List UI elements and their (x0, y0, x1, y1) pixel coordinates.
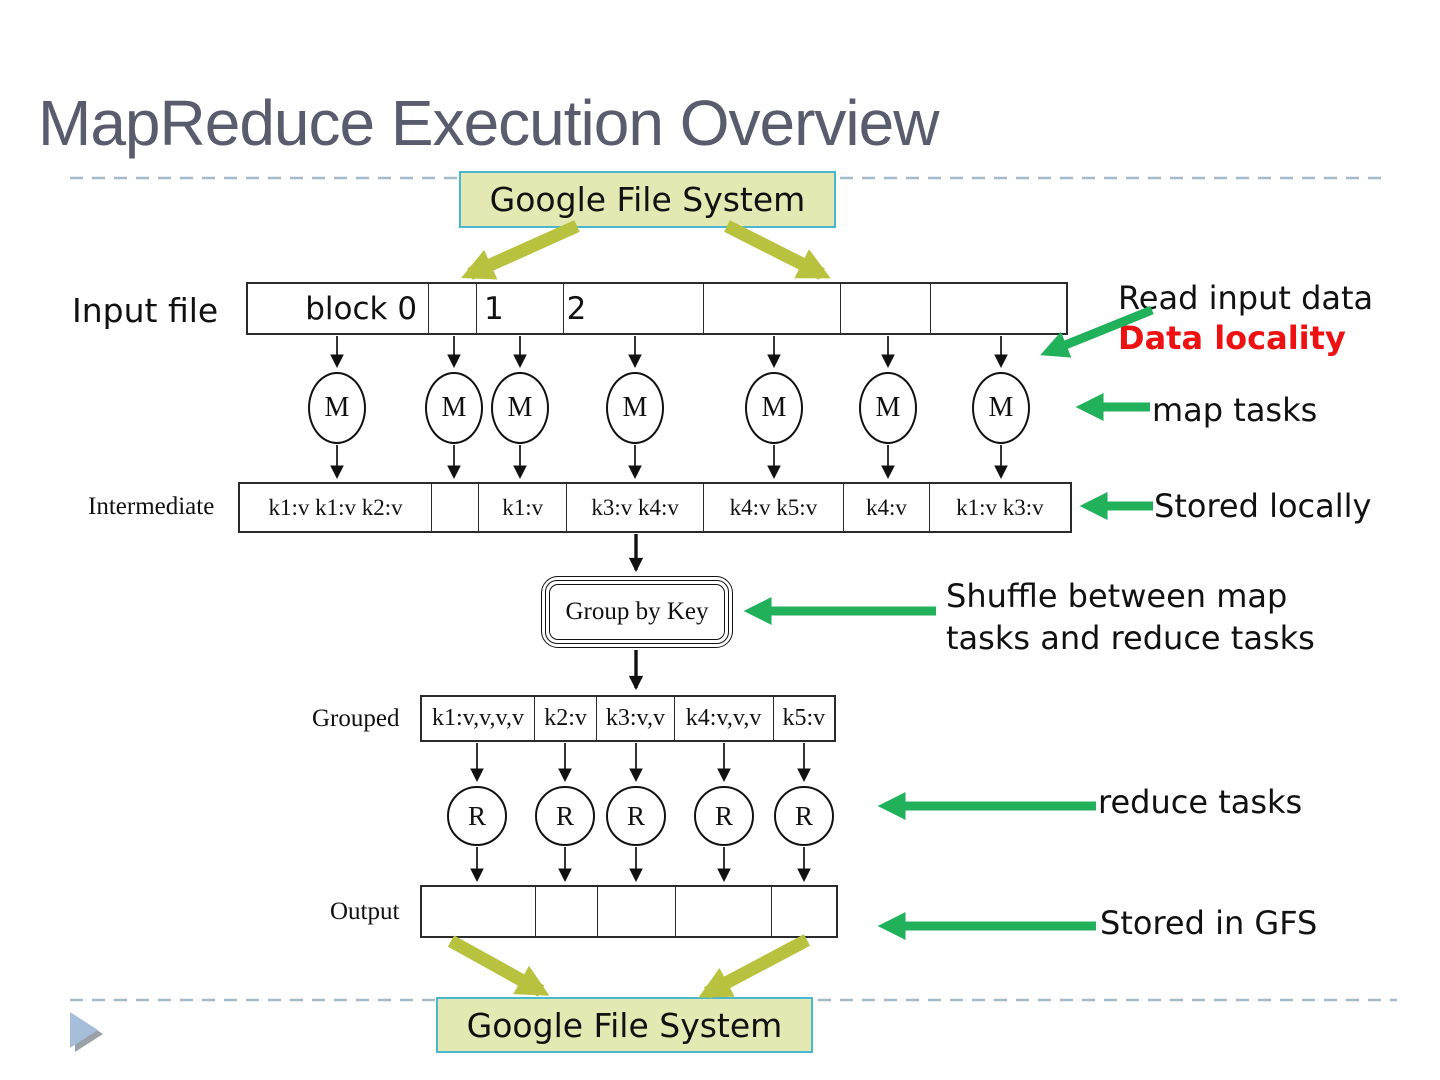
output-cell (422, 887, 536, 936)
map-task-node: M (425, 372, 483, 444)
nav-triangle-icon (70, 1012, 98, 1048)
input-cell: block 0 (248, 284, 430, 333)
reduce-task-node: R (694, 786, 754, 846)
output-to-gfs-arrow-right (698, 934, 811, 999)
grouped-cell: k4:v,v,v (675, 697, 774, 740)
map-task-letter: M (875, 392, 901, 423)
gfs-top-label: Google File System (489, 180, 806, 219)
output-cell (676, 887, 772, 936)
reduce-tasks-label: reduce tasks (1098, 783, 1303, 821)
group-by-key-label: Group by Key (549, 584, 725, 640)
gfs-bottom-box: Google File System (436, 997, 813, 1053)
map-to-intermediate-connectors (330, 445, 1008, 480)
reduce-task-node: R (606, 786, 666, 846)
map-task-letter: M (324, 392, 350, 423)
map-tasks-label: map tasks (1152, 391, 1318, 429)
input-cell: 1 (477, 284, 564, 333)
input-file-row: block 0 1 2 (246, 282, 1068, 335)
intermediate-cell (432, 484, 479, 531)
page-title: MapReduce Execution Overview (38, 87, 939, 159)
shuffle-label-line2: tasks and reduce tasks (946, 619, 1315, 657)
data-locality-label: Data locality (1118, 319, 1346, 357)
reduce-task-letter: R (794, 800, 813, 831)
reduce-task-letter: R (714, 800, 733, 831)
map-task-node: M (859, 372, 917, 444)
output-cell (536, 887, 599, 936)
stored-in-gfs-label: Stored in GFS (1100, 904, 1318, 942)
read-input-data-label: Read input data (1118, 279, 1374, 317)
reduce-task-letter: R (555, 800, 574, 831)
gfs-bottom-label: Google File System (466, 1005, 783, 1045)
intermediate-cell: k3:v k4:v (567, 484, 704, 531)
grouped-row: k1:v,v,v,v k2:v k3:v,v k4:v,v,v k5:v (420, 695, 836, 742)
map-task-node: M (308, 372, 366, 444)
shuffle-label-line1: Shuffle between map (946, 577, 1288, 615)
grouped-cell: k2:v (535, 697, 598, 740)
input-cell (931, 284, 1066, 333)
gfs-to-input-arrow-left (461, 220, 580, 280)
grouped-to-reduce-connectors (470, 743, 811, 783)
map-task-letter: M (988, 392, 1014, 423)
grouped-cell: k5:v (782, 705, 826, 731)
reduce-task-letter: R (467, 800, 486, 831)
intermediate-cell: k1:v k1:v k2:v (240, 484, 433, 531)
map-task-node: M (745, 372, 803, 444)
output-row (420, 885, 838, 938)
map-task-letter: M (507, 392, 533, 423)
grouped-cell: k1:v,v,v,v (422, 697, 535, 740)
intermediate-cell: k1:v (479, 484, 568, 531)
group-by-key-node: Group by Key (541, 576, 733, 648)
intermediate-row: k1:v k1:v k2:v k1:v k3:v k4:v k4:v k5:v … (238, 482, 1072, 533)
input-cell (841, 284, 931, 333)
input-file-label: Input file (72, 291, 219, 330)
grouped-cell: k3:v,v (597, 697, 675, 740)
group-by-key-mid-border: Group by Key (545, 580, 729, 644)
stored-locally-label: Stored locally (1154, 487, 1372, 525)
grouped-label: Grouped (312, 705, 400, 732)
nav-triangle-button[interactable] (70, 1012, 103, 1052)
map-task-letter: M (441, 392, 467, 423)
reduce-to-output-connectors (470, 847, 811, 883)
map-task-letter: M (622, 392, 648, 423)
intermediate-cell: k4:v (844, 484, 930, 531)
gfs-to-input-arrow-right (724, 220, 831, 280)
input-to-map-connectors (330, 336, 1008, 369)
intermediate-cell: k4:v k5:v (704, 484, 845, 531)
gfs-top-box: Google File System (459, 171, 836, 228)
map-task-node: M (491, 372, 549, 444)
map-task-node: M (972, 372, 1030, 444)
input-cell: 2 (564, 284, 704, 333)
input-cell (429, 284, 478, 333)
reduce-task-node: R (774, 786, 834, 846)
input-cell (704, 284, 842, 333)
output-label: Output (330, 898, 400, 925)
map-task-node: M (606, 372, 664, 444)
output-cell (598, 887, 676, 936)
output-to-gfs-arrow-left (447, 935, 550, 997)
reduce-task-letter: R (626, 800, 645, 831)
intermediate-label: Intermediate (88, 493, 215, 520)
output-cell (772, 887, 836, 936)
intermediate-cell: k1:v k3:v (956, 494, 1044, 520)
reduce-task-node: R (535, 786, 595, 846)
reduce-task-node: R (447, 786, 507, 846)
map-task-letter: M (761, 392, 787, 423)
